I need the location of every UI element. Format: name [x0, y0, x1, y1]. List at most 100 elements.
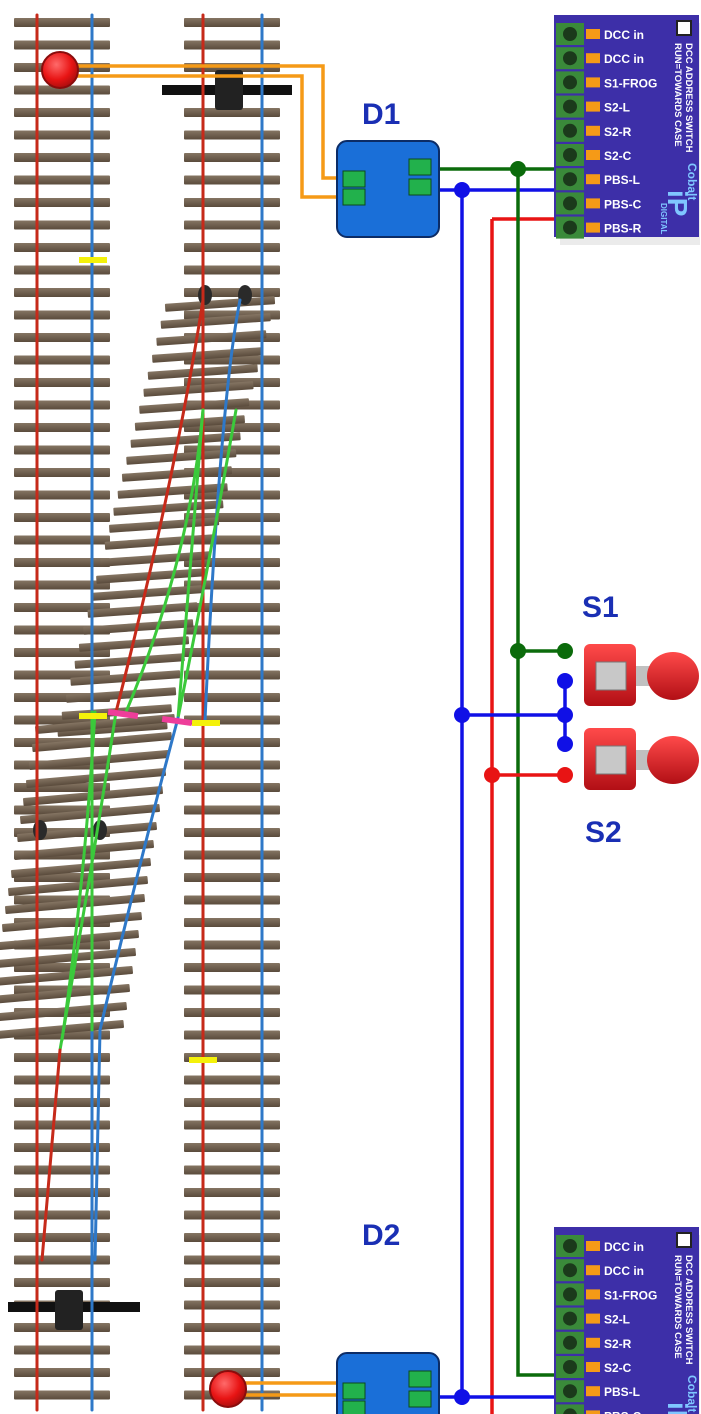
terminal-screw-icon — [563, 27, 577, 41]
sleeper — [14, 513, 110, 522]
wire — [75, 64, 346, 180]
sleeper — [14, 1368, 110, 1377]
gap-marker — [192, 720, 220, 726]
brand-logo: iP — [662, 1402, 693, 1414]
sleeper — [184, 963, 280, 972]
terminal — [342, 170, 366, 188]
diode-icon — [336, 140, 440, 238]
sleeper — [184, 1278, 280, 1287]
sleeper — [160, 313, 271, 329]
pin-label: DCC in — [604, 1240, 644, 1254]
sleeper — [20, 803, 160, 825]
sleeper — [14, 378, 110, 387]
wire-junction — [557, 707, 573, 723]
track-layout — [0, 18, 292, 1400]
terminal-screw-icon — [563, 1311, 577, 1326]
wire-junction — [557, 643, 573, 659]
sleeper — [184, 198, 280, 207]
sleeper — [184, 918, 280, 927]
sleeper — [0, 965, 133, 987]
sleeper — [14, 108, 110, 117]
pin-pad — [586, 198, 600, 209]
sleeper — [14, 468, 110, 477]
sleeper — [184, 895, 280, 905]
wire-junction — [484, 767, 500, 783]
sleeper — [184, 220, 280, 230]
pin-pad — [586, 1289, 600, 1300]
pin-label: S2-R — [604, 125, 632, 139]
sleeper — [117, 483, 228, 499]
led-icon — [41, 51, 79, 89]
sleeper — [184, 108, 280, 117]
sleeper — [91, 585, 202, 601]
sleeper — [29, 749, 169, 771]
pin-pad — [586, 150, 600, 160]
pin-label: PBS-L — [604, 173, 640, 187]
dip-switch-icon — [676, 20, 692, 36]
wire-junction — [454, 1389, 470, 1405]
leds — [41, 51, 247, 1408]
rail-line — [176, 408, 205, 720]
pin-pad — [586, 53, 600, 64]
sleeper — [96, 568, 207, 584]
pin-pad — [586, 222, 600, 233]
terminal-screw-icon — [563, 1335, 577, 1350]
sleeper — [184, 1323, 280, 1332]
pin-label: S2-L — [604, 1313, 630, 1327]
sleeper — [14, 1098, 110, 1107]
pin-pad — [586, 1313, 600, 1324]
sleeper — [184, 603, 280, 612]
sleeper — [14, 445, 110, 455]
sleeper — [184, 738, 280, 747]
sleeper — [14, 1120, 110, 1130]
sleeper — [184, 873, 280, 882]
sleeper — [184, 175, 280, 185]
side-text: RUN=TOWARDS CASE — [672, 43, 683, 147]
sleeper — [14, 40, 110, 50]
sleeper — [184, 1098, 280, 1107]
terminal-screw-icon — [563, 51, 577, 66]
sleeper — [14, 198, 110, 207]
sleeper — [184, 18, 280, 27]
sleeper — [14, 1390, 110, 1400]
label-s1: S1 — [582, 591, 619, 624]
push-button-icon — [584, 728, 699, 790]
terminal — [342, 1400, 366, 1414]
sleeper — [0, 1019, 124, 1041]
pin-pad — [586, 29, 600, 39]
sleeper — [14, 220, 110, 230]
pin-label: S2-L — [604, 101, 630, 115]
terminal-screw-icon — [563, 148, 577, 162]
brand-logo: iP — [662, 190, 693, 216]
button-face — [595, 661, 627, 691]
sleeper — [0, 983, 130, 1005]
sleeper — [184, 1030, 280, 1040]
terminal-screw-icon — [563, 1384, 577, 1399]
sleeper — [184, 850, 280, 860]
sleeper — [184, 828, 280, 837]
brand-text: DIGITAL — [659, 203, 668, 235]
terminal — [342, 1382, 366, 1400]
label-d1: D1 — [362, 98, 400, 131]
sleeper — [8, 875, 148, 897]
sleeper — [14, 490, 110, 500]
pin-pad — [586, 174, 600, 185]
button-stem — [636, 666, 650, 686]
point-motor-icon — [55, 1290, 83, 1330]
terminal — [408, 1390, 432, 1408]
sleeper — [184, 1233, 280, 1242]
sleeper — [184, 1345, 280, 1355]
rail-line — [203, 298, 242, 722]
pin-label: PBS-C — [604, 1409, 642, 1414]
sleeper — [14, 580, 110, 590]
sleeper — [184, 648, 280, 657]
sleeper — [184, 760, 280, 770]
sleeper — [184, 1300, 280, 1310]
rail-chair — [33, 820, 47, 840]
terminal — [408, 1370, 432, 1388]
wire-junction — [454, 182, 470, 198]
sleeper — [14, 1143, 110, 1152]
